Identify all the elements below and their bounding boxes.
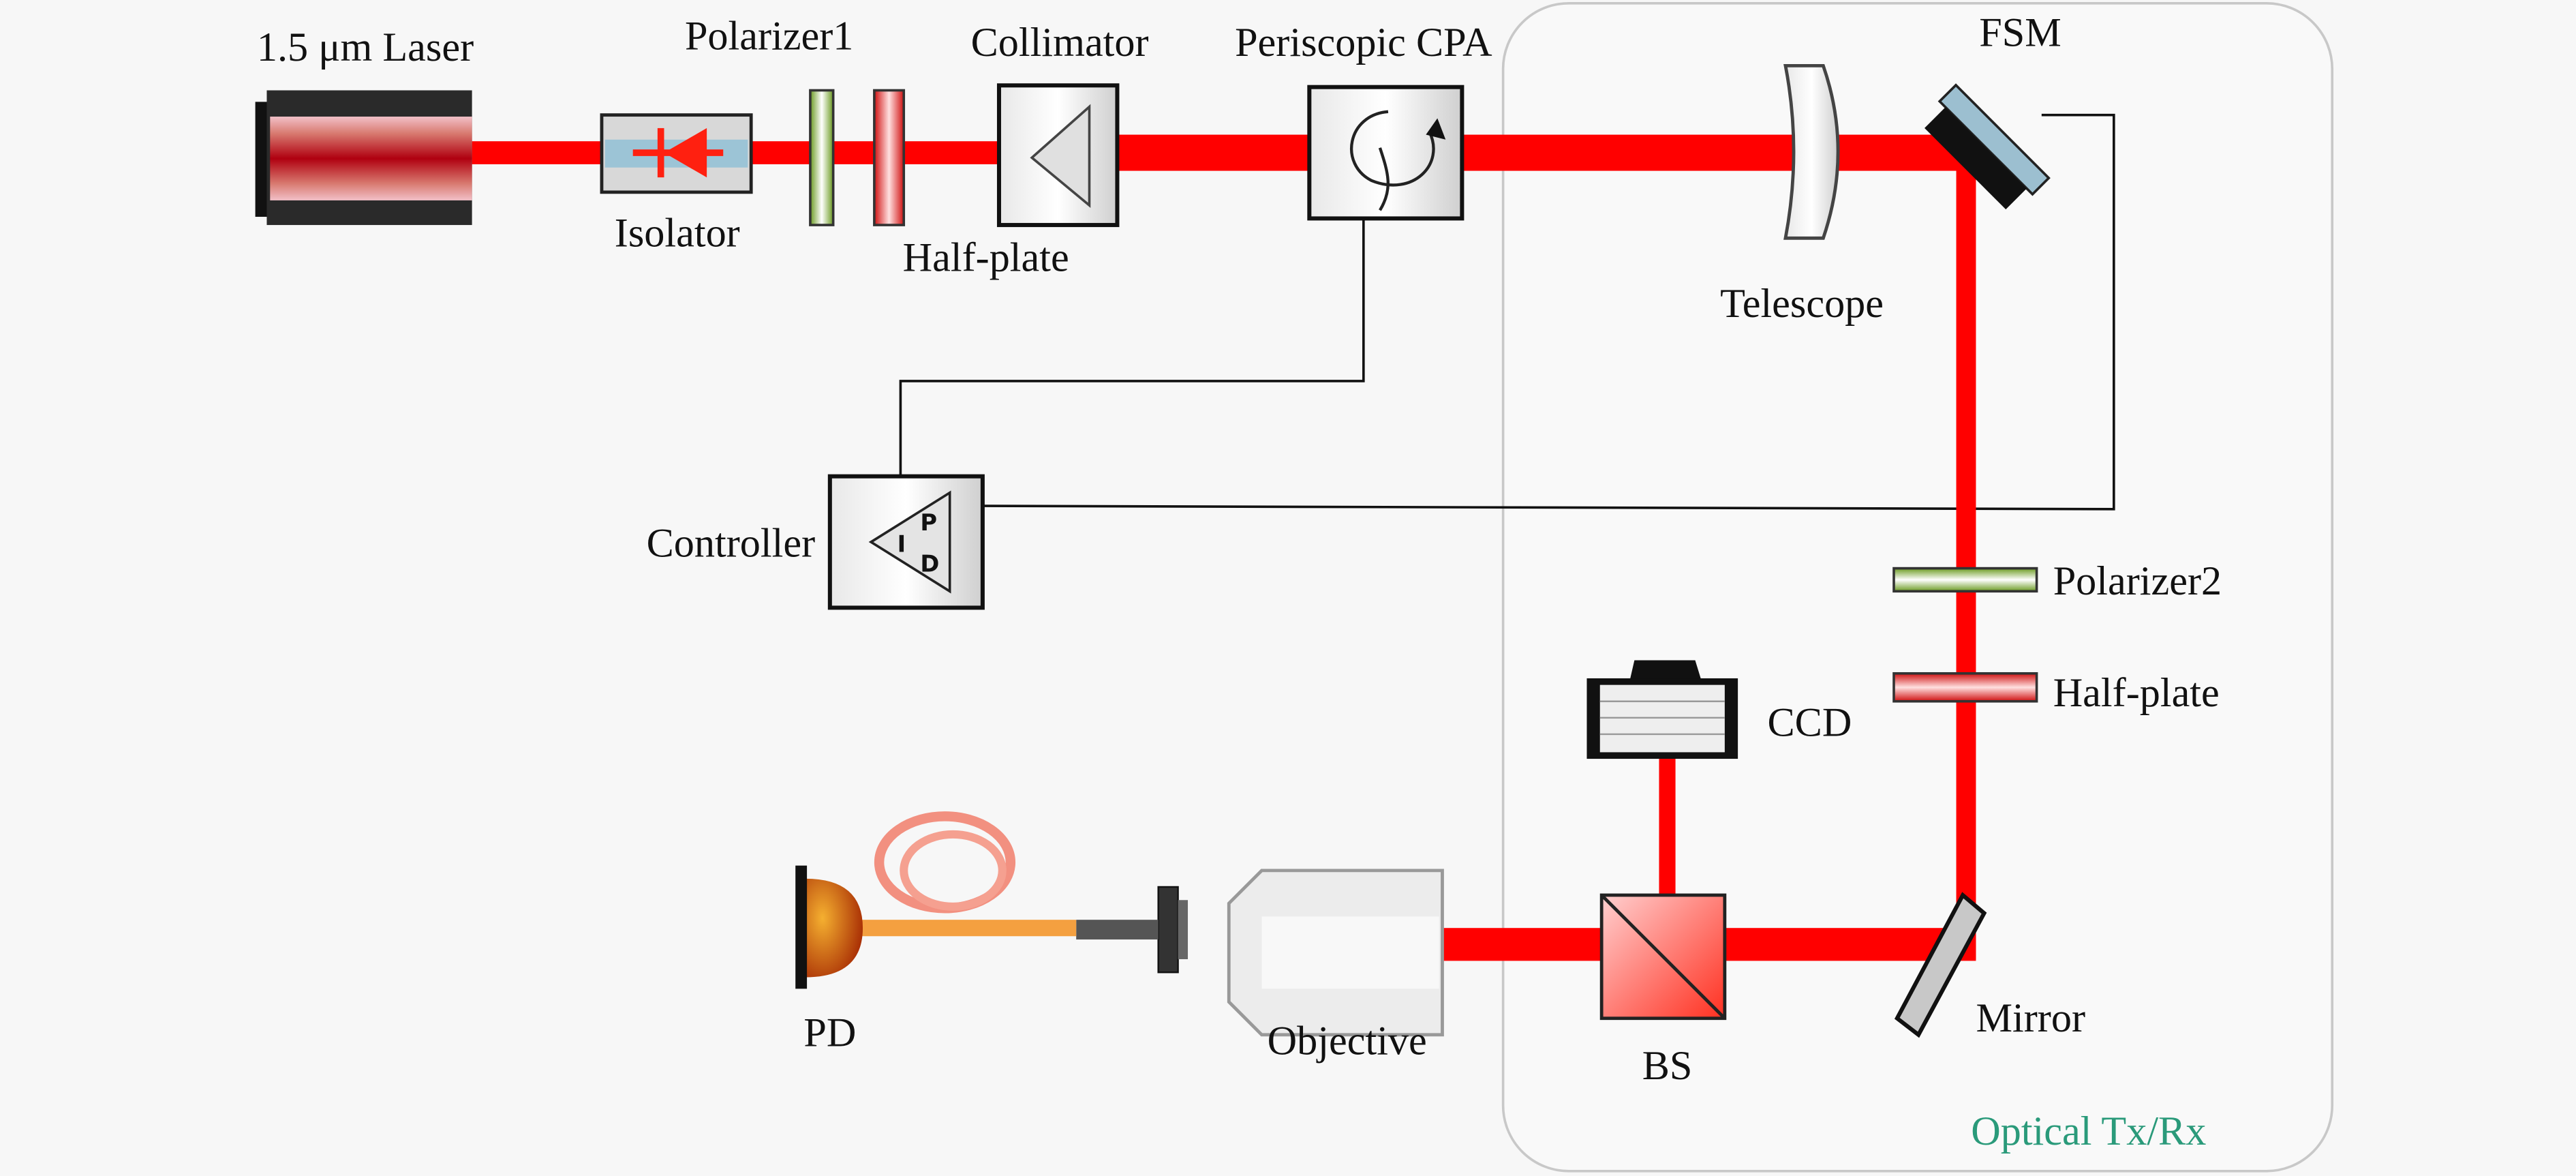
mirror-icon: [1894, 892, 1987, 1038]
half-plate-1-icon: [873, 89, 906, 226]
label-half-plate-2: Half-plate: [2053, 670, 2220, 716]
label-objective: Objective: [1268, 1019, 1427, 1064]
controller-p-glyph: P: [920, 509, 937, 536]
beam-ccd: [1659, 755, 1676, 901]
polarizer1-icon: [809, 89, 835, 226]
isolator-icon: [600, 113, 753, 194]
fsm-control-wire: [982, 113, 2115, 511]
label-optical-txrx: Optical Tx/Rx: [1971, 1109, 2206, 1154]
half-plate-2-icon: [1892, 672, 2038, 703]
ccd-camera-icon: [1586, 660, 1738, 759]
label-half-plate-1: Half-plate: [903, 235, 1069, 281]
controller-d-glyph: D: [920, 550, 939, 577]
cpa-control-wire: [899, 218, 1365, 477]
label-controller: Controller: [647, 521, 816, 567]
label-mirror: Mirror: [1976, 995, 2085, 1041]
label-pd: PD: [803, 1010, 856, 1056]
label-periscopic-cpa: Periscopic CPA: [1235, 20, 1492, 65]
label-fsm: FSM: [1979, 10, 2061, 55]
label-polarizer2: Polarizer2: [2053, 558, 2222, 604]
beam-vertical: [1956, 141, 1976, 959]
objective-icon: [1227, 869, 1444, 1037]
controller-icon: P I D: [827, 474, 985, 610]
fsm-mirror-icon: [1925, 83, 2051, 210]
photodetector-icon: [795, 865, 863, 989]
beam-splitter-icon: [1599, 893, 1727, 1021]
label-collimator: Collimator: [971, 20, 1149, 65]
controller-i-glyph: I: [898, 530, 906, 557]
collimator-icon: [996, 83, 1120, 228]
fiber-coil-icon: [854, 811, 1077, 937]
beam-wide: [1117, 134, 1975, 171]
polarizer2-icon: [1892, 567, 2038, 593]
label-isolator: Isolator: [615, 210, 740, 256]
periscopic-cpa-icon: [1307, 85, 1465, 221]
laser-icon: [255, 90, 472, 226]
fiber-mount-icon: [1076, 886, 1189, 974]
label-polarizer1: Polarizer1: [685, 13, 853, 59]
label-ccd: CCD: [1767, 699, 1852, 745]
telescope-lens-icon: [1783, 63, 1840, 240]
label-laser: 1.5 μm Laser: [257, 25, 474, 70]
label-telescope: Telescope: [1720, 281, 1884, 327]
label-bs: BS: [1642, 1043, 1693, 1089]
